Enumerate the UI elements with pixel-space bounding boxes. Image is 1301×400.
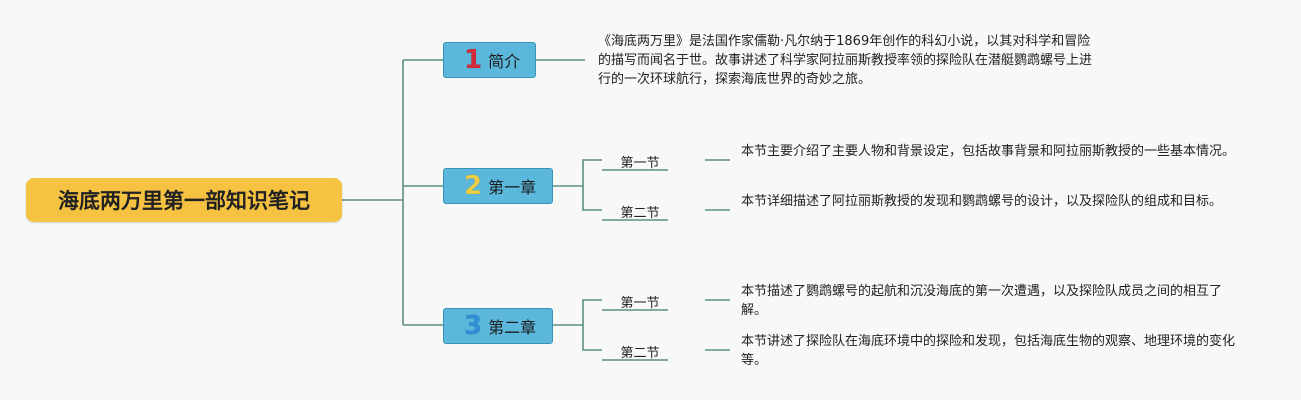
- chapter-2-section-1[interactable]: 第一节: [620, 296, 660, 311]
- chapter-1-section-1-description: 本节主要介绍了主要人物和背景设定，包括故事背景和阿拉丽斯教授的一些基本情况。: [741, 144, 1236, 159]
- chapter-1-section-2[interactable]: 第二节: [620, 206, 660, 221]
- branch-label: 第一章: [488, 178, 537, 197]
- intro-description: 《海底两万里》是法国作家儒勒·凡尔纳于1869年创作的科幻小说，以其对科学和冒险…: [598, 34, 1093, 87]
- branch-node-chapter-1[interactable]: 2 第一章: [443, 168, 553, 204]
- chapter-1-section-2-description: 本节详细描述了阿拉丽斯教授的发现和鹦鹉螺号的设计，以及探险队的组成和目标。: [741, 194, 1223, 209]
- root-node[interactable]: 海底两万里第一部知识笔记: [26, 178, 342, 222]
- root-title: 海底两万里第一部知识笔记: [58, 189, 310, 213]
- branch-label: 简介: [488, 52, 521, 71]
- branch-node-chapter-2[interactable]: 3 第二章: [443, 308, 553, 344]
- branch-label: 第二章: [488, 318, 537, 337]
- number-two-icon: 2: [464, 171, 483, 201]
- branch-2-fork: [553, 159, 602, 211]
- chapter-2-section-1-description: 本节描述了鹦鹉螺号的起航和沉没海底的第一次遭遇，以及探险队成员之间的相互了解。: [741, 284, 1223, 318]
- chapter-2-section-2[interactable]: 第二节: [620, 346, 660, 361]
- number-three-icon: 3: [464, 311, 483, 341]
- chapter-1-section-1[interactable]: 第一节: [620, 156, 660, 171]
- branch-3-fork: [553, 299, 602, 351]
- number-one-icon: 1: [464, 45, 483, 75]
- branch-node-intro[interactable]: 1 简介: [443, 42, 536, 78]
- chapter-2-section-2-description: 本节讲述了探险队在海底环境中的探险和发现，包括海底生物的观察、地理环境的变化等。: [741, 334, 1236, 368]
